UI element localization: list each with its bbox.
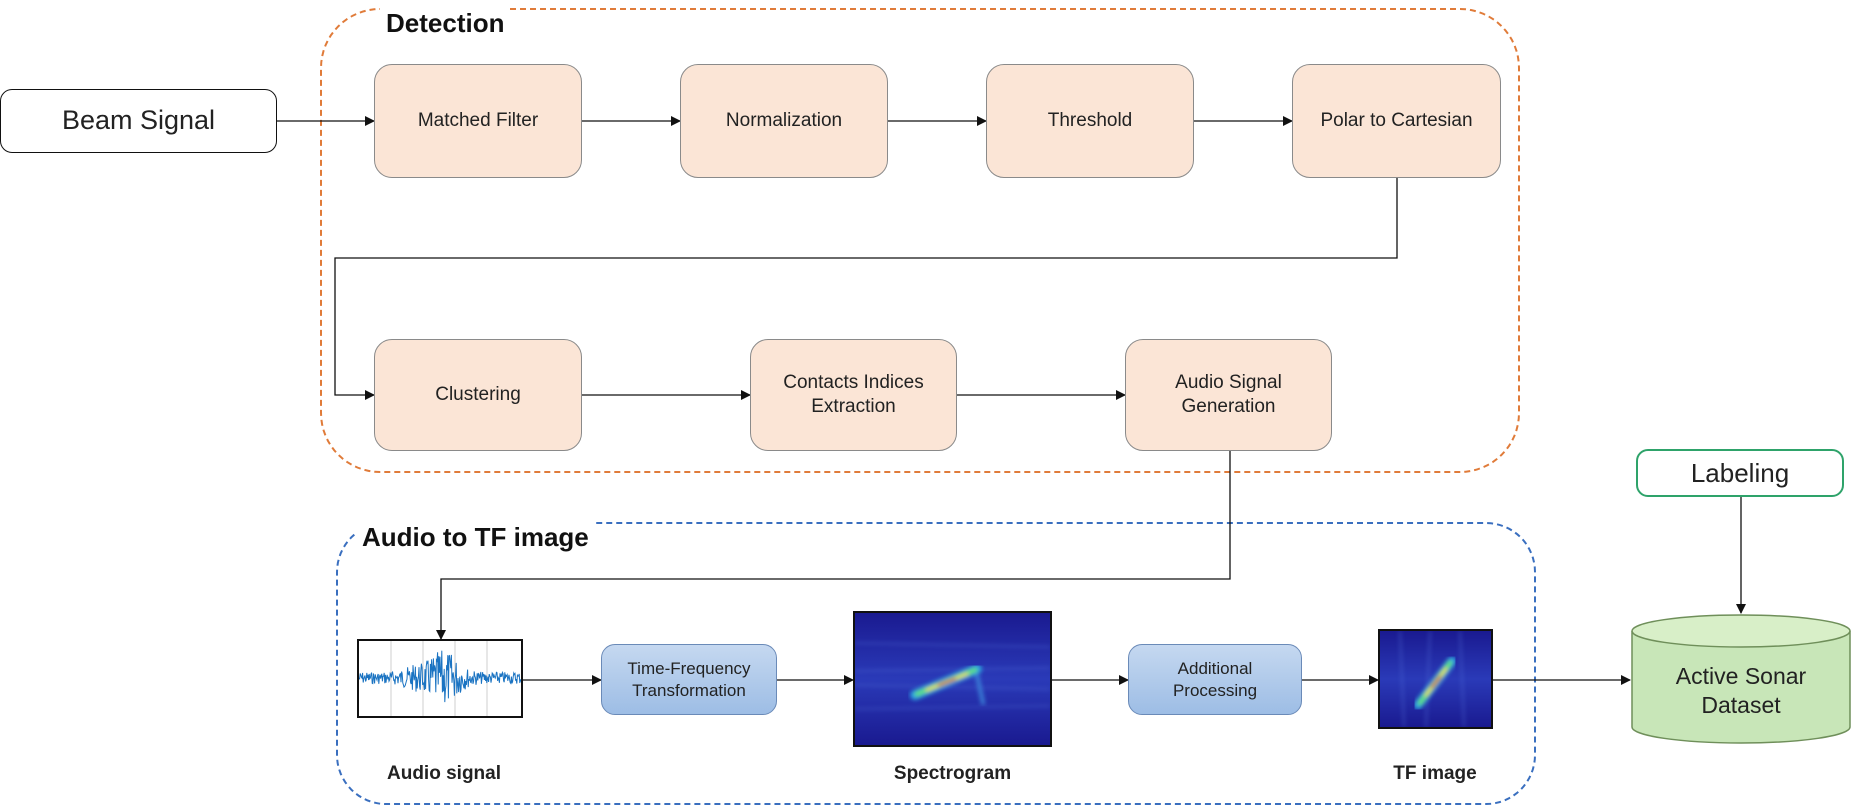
audio-waveform-image bbox=[357, 639, 523, 718]
active-sonar-dataset-cylinder: Active Sonar Dataset bbox=[1630, 613, 1852, 746]
clustering-box: Clustering bbox=[374, 339, 582, 451]
polar-to-cartesian-box: Polar to Cartesian bbox=[1292, 64, 1501, 178]
threshold-box: Threshold bbox=[986, 64, 1194, 178]
spectrogram-image bbox=[853, 611, 1052, 747]
audio-to-tf-group-title: Audio to TF image bbox=[356, 522, 595, 553]
audio-signal-generation-box: Audio Signal Generation bbox=[1125, 339, 1332, 451]
audio-signal-caption: Audio signal bbox=[387, 763, 501, 784]
audio-to-tf-group bbox=[336, 522, 1536, 805]
contacts-indices-extraction-box: Contacts Indices Extraction bbox=[750, 339, 957, 451]
matched-filter-box: Matched Filter bbox=[374, 64, 582, 178]
waveform-plot bbox=[359, 641, 521, 716]
detection-group bbox=[320, 8, 1520, 473]
normalization-box: Normalization bbox=[680, 64, 888, 178]
waveform-trace bbox=[359, 650, 521, 703]
spectrogram-caption: Spectrogram bbox=[893, 763, 1012, 784]
detection-group-title: Detection bbox=[380, 8, 511, 39]
dataset-cylinder-shape bbox=[1631, 614, 1851, 744]
tf-image-caption: TF image bbox=[1393, 763, 1477, 784]
beam-signal-box: Beam Signal bbox=[0, 89, 277, 153]
time-frequency-transformation-box: Time-Frequency Transformation bbox=[601, 644, 777, 715]
tf-image-plot bbox=[1380, 631, 1491, 727]
arrow-polar-to-clustering bbox=[334, 178, 1398, 400]
tf-image bbox=[1378, 629, 1493, 729]
spectrogram-plot bbox=[855, 613, 1050, 745]
labeling-box: Labeling bbox=[1636, 449, 1844, 497]
additional-processing-box: Additional Processing bbox=[1128, 644, 1302, 715]
arrow-audio-gen-to-waveform bbox=[436, 451, 1231, 640]
active-sonar-dataset-label: Active Sonar Dataset bbox=[1675, 663, 1807, 718]
